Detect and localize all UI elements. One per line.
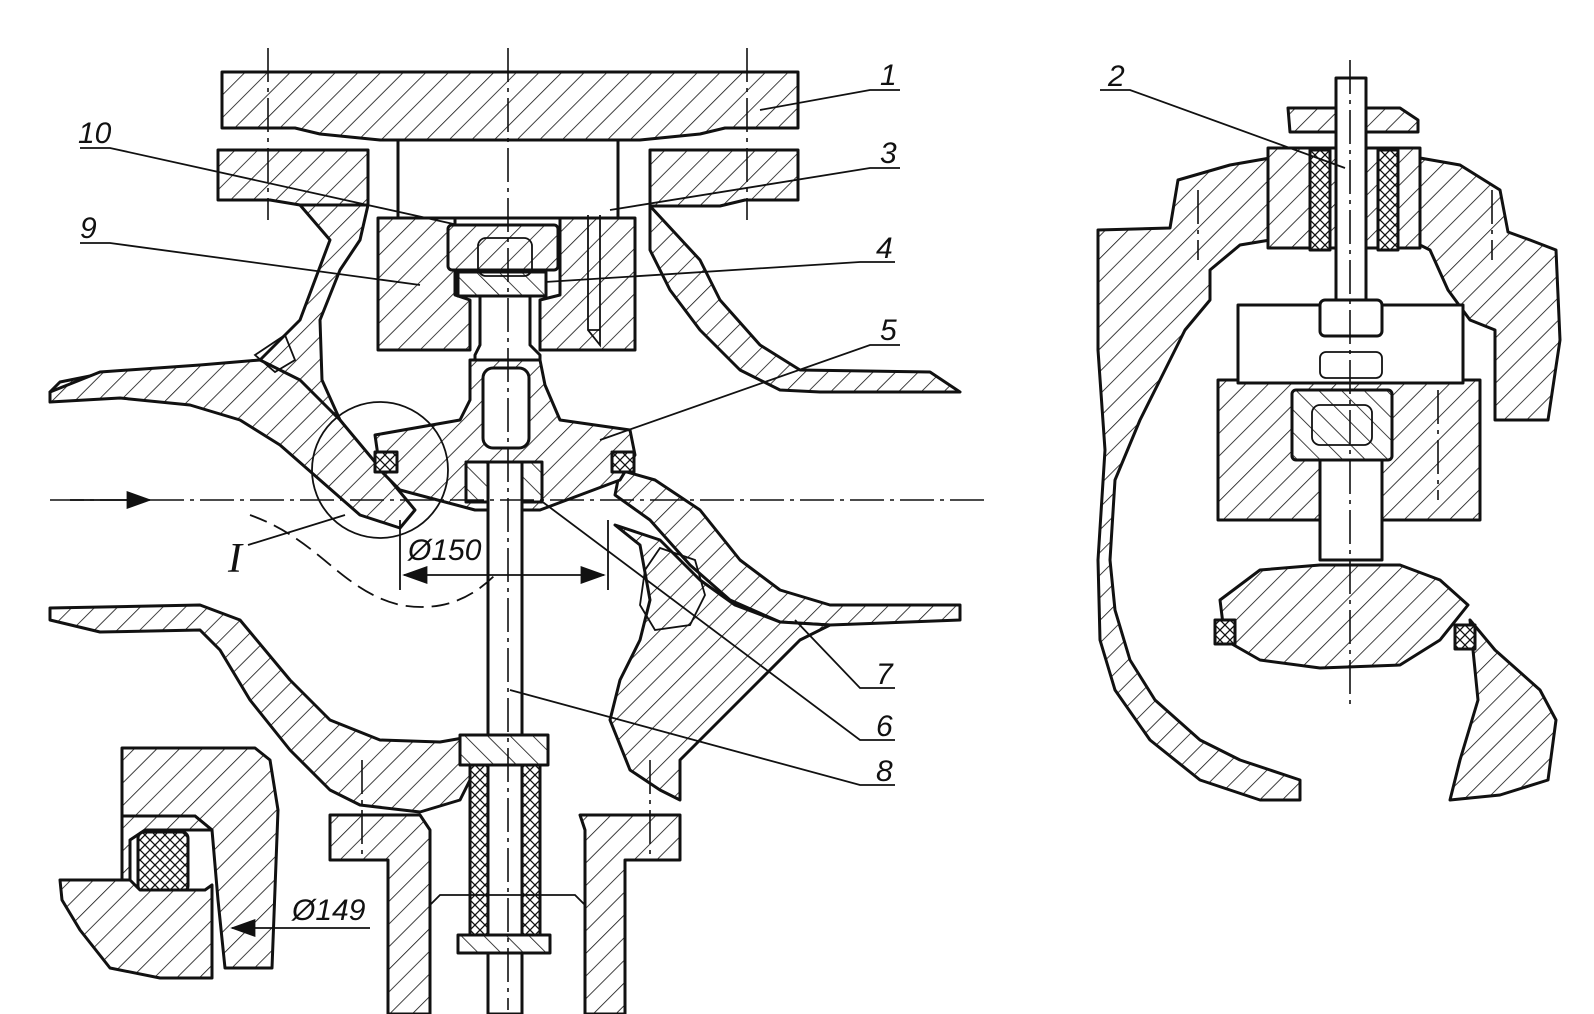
cavity-right <box>639 546 706 631</box>
cavity-left <box>253 333 297 374</box>
bottom-pocket <box>429 894 586 906</box>
body-flange-right <box>648 148 800 208</box>
bonnet-stud <box>587 215 601 348</box>
label-part-7: 7 <box>876 658 894 691</box>
side-seal-left <box>1213 618 1237 646</box>
label-part-3: 3 <box>880 137 897 170</box>
side-packing-left <box>1308 148 1332 252</box>
side-packing-right <box>1376 148 1400 252</box>
detail-circle <box>311 401 449 539</box>
seal-ring-left <box>373 450 399 474</box>
main-valve-section <box>48 48 990 1014</box>
side-body-lower-right <box>1448 618 1558 802</box>
right-pipe-top-wall <box>613 468 962 627</box>
disc-stem-socket <box>481 366 531 450</box>
packing-bottom-nut <box>456 933 552 955</box>
label-part-8: 8 <box>876 755 893 788</box>
detail-dash <box>249 514 496 608</box>
side-stem-coupling <box>1319 351 1383 379</box>
dim-150-text: Ø150 <box>407 534 482 567</box>
side-disc <box>1218 563 1470 670</box>
right-pipe-upper-wall <box>648 204 962 394</box>
seal-detail-view <box>58 746 370 980</box>
side-body-right <box>1418 156 1562 422</box>
dim-149-text: Ø149 <box>291 894 366 927</box>
label-part-1: 1 <box>880 59 897 92</box>
label-part-6: 6 <box>876 710 893 743</box>
stem-nut-top <box>446 223 560 272</box>
packing-gland <box>458 733 550 767</box>
label-part-4: 4 <box>876 232 893 265</box>
label-part-2: 2 <box>1107 60 1125 93</box>
stem-nut-inner <box>477 237 533 277</box>
side-view <box>1096 60 1562 802</box>
detail-label-I: I <box>227 536 244 582</box>
packing-right <box>520 763 542 937</box>
detail-lower-part <box>58 878 214 980</box>
side-lower-stem <box>1318 458 1384 562</box>
cover-plate <box>220 70 800 142</box>
label-part-10: 10 <box>78 117 112 150</box>
callout-leaders <box>80 89 900 786</box>
side-stem <box>1334 76 1368 310</box>
side-seal-right <box>1453 623 1477 651</box>
detail-seal-ring <box>136 830 190 894</box>
side-stem-nut-lower <box>1318 298 1384 338</box>
part-labels: 1 2 3 4 5 6 7 8 9 10 I Ø150 Ø149 <box>78 59 1125 927</box>
side-stem-nut <box>1290 388 1394 462</box>
label-part-5: 5 <box>880 314 897 347</box>
bottom-housing <box>328 813 432 1014</box>
label-part-9: 9 <box>80 212 97 245</box>
left-pipe-top-wall <box>48 358 417 530</box>
bottom-housing-right <box>578 813 682 1014</box>
side-stem-inner <box>1311 404 1373 446</box>
seal-ring-right <box>610 450 636 474</box>
left-pipe-bottom-wall <box>48 603 482 814</box>
packing-left <box>468 763 490 937</box>
